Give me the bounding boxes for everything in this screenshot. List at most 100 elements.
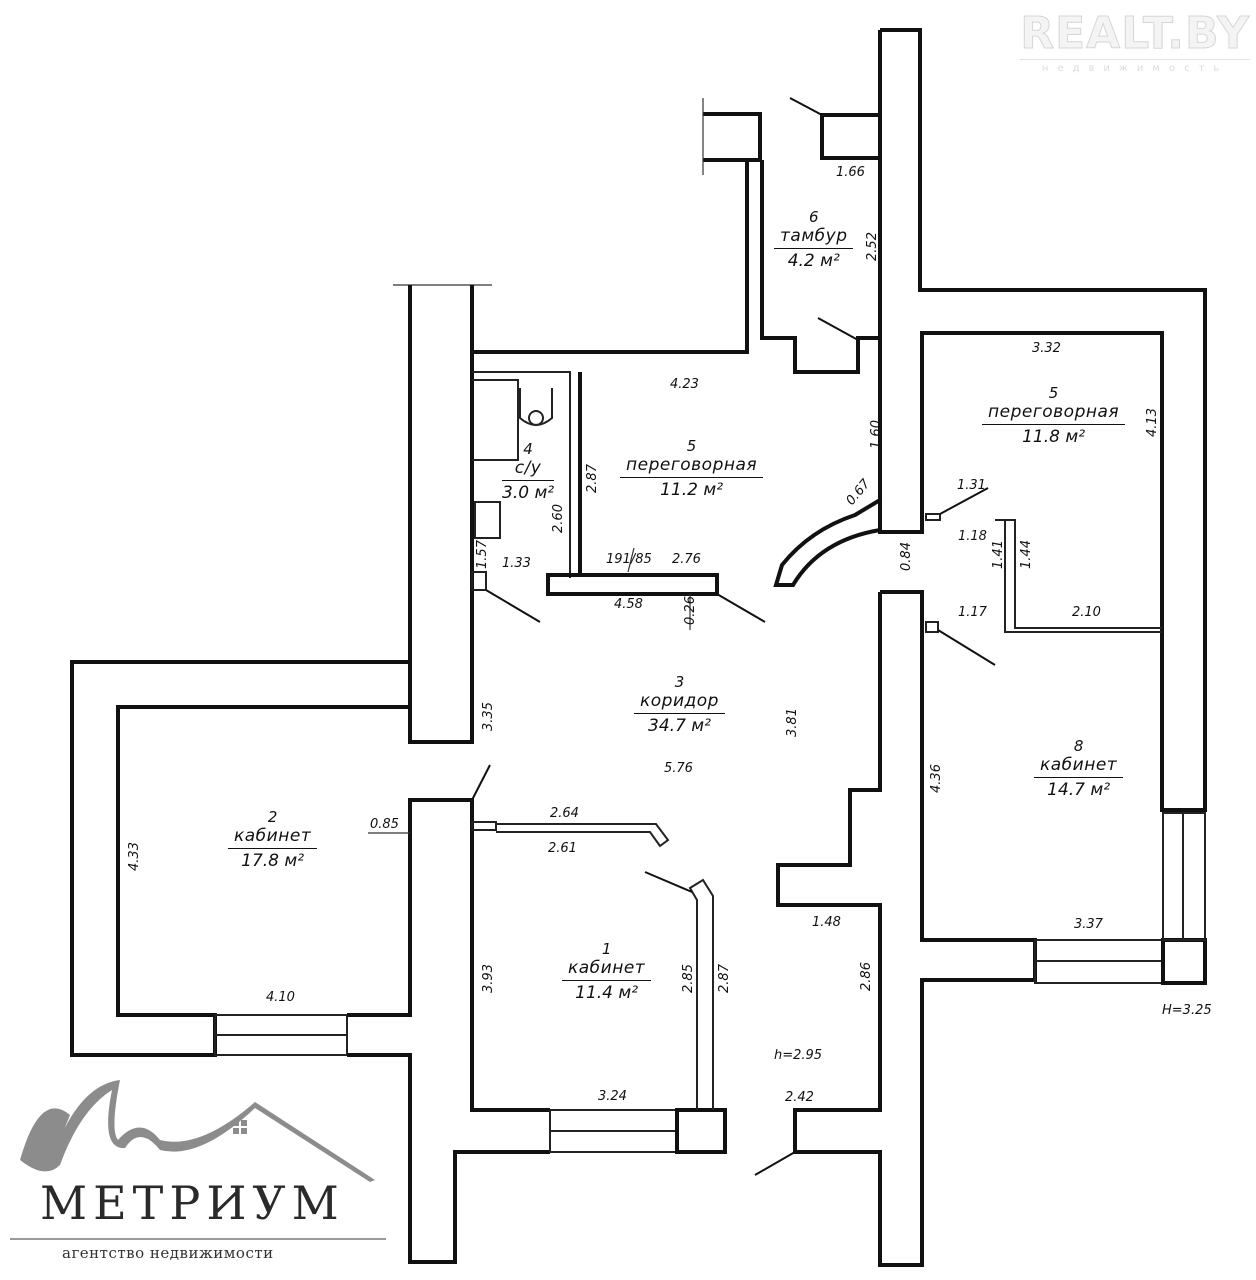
realt-watermark: REALT.BY недвижимость: [1020, 8, 1250, 74]
logo-window-icon: [241, 1128, 247, 1134]
inventory-mark: 191/85: [606, 552, 652, 567]
wall-meeting1-north: [472, 160, 749, 354]
room-8-label: 8 кабинет 14.7 м²: [1034, 737, 1124, 800]
room-6-label: 6 тамбур 4.2 м²: [774, 208, 854, 271]
sink: [474, 501, 501, 539]
dim-label: 3.93: [480, 964, 496, 993]
room-3-label: 3 коридор 34.7 м²: [634, 673, 725, 736]
dim-label: 2.86: [858, 962, 874, 991]
door-tambour-inner: [817, 317, 859, 341]
ceiling-height-main: H=3.25: [1162, 1003, 1212, 1018]
logo-brand: МЕТРИУМ: [40, 1176, 345, 1230]
dim-label: 3.35: [480, 702, 496, 731]
pillar: [675, 1108, 727, 1154]
room-area: 14.7 м²: [1047, 780, 1111, 800]
dim-label: 2.87: [584, 464, 600, 493]
wc-fixture-wall: [472, 379, 519, 461]
wall-office2-east: [347, 798, 550, 1112]
pillar-corner: [1161, 938, 1207, 985]
dim-label: 0.85: [370, 817, 399, 832]
room-name: тамбур: [774, 226, 854, 249]
wall-spine-left: [408, 285, 474, 744]
dim-label: 2.42: [785, 1090, 814, 1105]
ceiling-height-corridor: h=2.95: [774, 1048, 823, 1063]
watermark-subtitle: недвижимость: [1020, 59, 1250, 74]
room-name: кабинет: [562, 958, 652, 981]
dim-label: 4.10: [266, 990, 295, 1005]
dim-label: 4.58: [614, 597, 643, 612]
room-name: кабинет: [228, 826, 318, 849]
room-area: 3.0 м²: [502, 483, 555, 503]
door-tambour-outer: [789, 97, 823, 116]
room-number: 2: [267, 808, 278, 826]
door-office2: [471, 764, 491, 801]
room-2-label: 2 кабинет 17.8 м²: [228, 808, 318, 871]
room-area: 17.8 м²: [241, 851, 305, 871]
door-office8: [937, 629, 996, 666]
logo-window-icon: [233, 1120, 239, 1126]
metrium-logo: МЕТРИУМ агентство недвижимости: [10, 1068, 390, 1268]
room-name: коридор: [634, 691, 725, 714]
dim-label: 1.44: [1018, 540, 1034, 569]
door-wc: [485, 589, 541, 623]
dim-label: 2.76: [672, 552, 701, 567]
mark-slash: [627, 547, 635, 573]
dim-label: 3.24: [598, 1089, 627, 1104]
room-number: 8: [1073, 737, 1084, 755]
dim-label: 1.48: [812, 915, 841, 930]
dim-label: 2.87: [716, 964, 732, 993]
room-5b-label: 5 переговорная 11.8 м²: [982, 384, 1126, 447]
dim-label: 2.10: [1072, 605, 1101, 620]
dim-label: 5.76: [664, 761, 693, 776]
dim-label: 0.84: [898, 542, 914, 571]
door-jamb: [925, 621, 939, 633]
dim-label: 0.26: [682, 596, 698, 625]
door-meeting2: [939, 487, 989, 515]
dim-label: 2.61: [548, 841, 577, 856]
room-1-label: 1 кабинет 11.4 м²: [562, 940, 652, 1003]
door-meeting1: [716, 593, 766, 623]
partition-meeting2-inner: [1004, 520, 1162, 633]
room-number: 3: [674, 673, 685, 691]
dim-label: 1.33: [502, 556, 531, 571]
room-number: 5: [686, 437, 697, 455]
door-entrance-south: [754, 1151, 796, 1176]
dim-label: 1.17: [958, 605, 987, 620]
dim-label: 3.32: [1032, 341, 1061, 356]
dim-label: 2.85: [680, 964, 696, 993]
dim-label: 1.18: [958, 529, 987, 544]
toilet-bowl: [528, 410, 544, 426]
dim-label: 4.33: [126, 842, 142, 871]
room-area: 11.2 м²: [660, 480, 724, 500]
room-name: переговорная: [620, 455, 764, 478]
dim-label: 2.52: [864, 232, 880, 261]
dim-label: 1.60: [868, 420, 884, 449]
dim-label: 3.81: [784, 708, 800, 737]
room-name: кабинет: [1034, 755, 1124, 778]
room-area: 11.8 м²: [1022, 427, 1086, 447]
dim-label: 1.41: [990, 540, 1006, 569]
logo-window-icon: [241, 1120, 247, 1126]
arch-opening: [773, 498, 882, 587]
room-name: с/у: [502, 458, 555, 481]
room-number: 1: [601, 940, 612, 958]
dim-label: 2.64: [550, 806, 579, 821]
room-name: переговорная: [982, 402, 1126, 425]
wall-stub: [703, 112, 762, 162]
dim-label: 4.36: [928, 764, 944, 793]
dim-label: 1.31: [957, 478, 986, 493]
room-number: 5: [1048, 384, 1059, 402]
door-jamb: [925, 513, 941, 521]
watermark-title: REALT.BY: [1020, 8, 1250, 60]
partition-end: [471, 821, 497, 831]
door-jamb: [471, 571, 487, 591]
dim-label: 1.57: [474, 540, 490, 569]
dim-label: 1.66: [836, 165, 865, 180]
room-area: 4.2 м²: [787, 251, 840, 271]
partition-office1-north: [496, 823, 670, 848]
partition-office1-east: [688, 878, 714, 1110]
logo-divider: [10, 1238, 386, 1240]
dim-label: 3.37: [1074, 917, 1103, 932]
dim-label: 2.60: [550, 504, 566, 533]
